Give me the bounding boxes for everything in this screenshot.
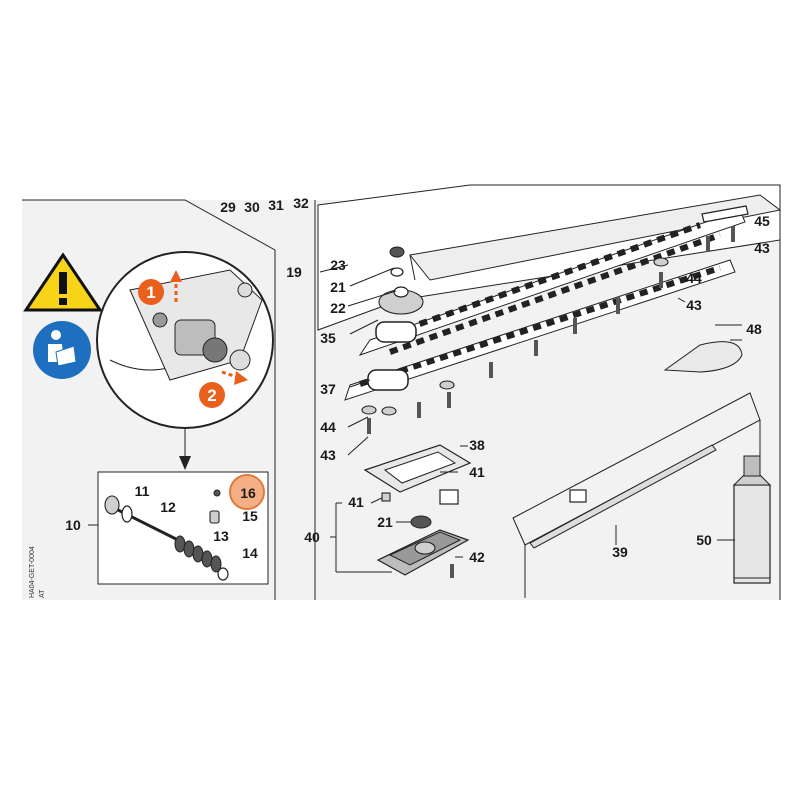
highlight-circle-16 <box>229 474 265 510</box>
label-13: 13 <box>213 528 229 544</box>
scraper-strip-39 <box>529 444 717 549</box>
blade-assembly <box>317 184 782 434</box>
label-41-right: 41 <box>469 464 485 480</box>
label-40: 40 <box>304 529 320 545</box>
label-43-right: 43 <box>686 297 702 313</box>
read-manual-icon <box>33 321 91 379</box>
label-41-left: 41 <box>348 494 364 510</box>
svg-text:2: 2 <box>207 386 216 405</box>
gear-housing-40 <box>376 489 470 578</box>
label-31: 31 <box>268 197 284 213</box>
drawing-code: HA04-GET-0004 <box>29 546 36 598</box>
detail-magnifier <box>96 251 274 429</box>
label-11: 11 <box>135 483 150 499</box>
detail-box-parts <box>104 489 229 581</box>
label-35: 35 <box>320 330 336 346</box>
label-48: 48 <box>746 321 762 337</box>
warning-triangle-icon <box>23 252 103 312</box>
label-38: 38 <box>469 437 485 453</box>
label-50: 50 <box>696 532 712 548</box>
label-12: 12 <box>160 499 176 515</box>
step-1-marker: 1 <box>138 279 164 305</box>
label-21-bottom: 21 <box>377 514 393 530</box>
label-22: 22 <box>330 300 346 316</box>
label-21-top: 21 <box>330 279 346 295</box>
svg-text:1: 1 <box>146 283 155 302</box>
label-37: 37 <box>320 381 336 397</box>
label-32: 32 <box>293 195 309 211</box>
label-23: 23 <box>330 257 346 273</box>
part-labels: 29 30 31 32 19 23 21 22 35 37 44 43 45 4… <box>65 195 770 565</box>
label-10: 10 <box>65 517 81 533</box>
blade-guard-48 <box>663 341 743 373</box>
label-30: 30 <box>244 199 260 215</box>
label-19: 19 <box>286 264 302 280</box>
label-44-left: 44 <box>320 419 336 435</box>
label-42: 42 <box>469 549 485 565</box>
left-panel-frame <box>22 199 276 600</box>
label-43-left: 43 <box>320 447 336 463</box>
label-14: 14 <box>242 545 258 561</box>
step-2-marker: 2 <box>199 382 225 408</box>
drawing-revision: AT <box>39 589 46 598</box>
grease-tube-50 <box>732 455 772 584</box>
leader-lines <box>317 255 742 573</box>
label-16: 16 <box>240 485 256 501</box>
label-15: 15 <box>242 508 258 524</box>
label-29: 29 <box>220 199 236 215</box>
detail-pointer-arrow <box>179 456 191 470</box>
label-44-right: 44 <box>686 270 702 286</box>
label-43-top-right: 43 <box>754 240 770 256</box>
label-39: 39 <box>612 544 628 560</box>
label-45: 45 <box>754 213 770 229</box>
